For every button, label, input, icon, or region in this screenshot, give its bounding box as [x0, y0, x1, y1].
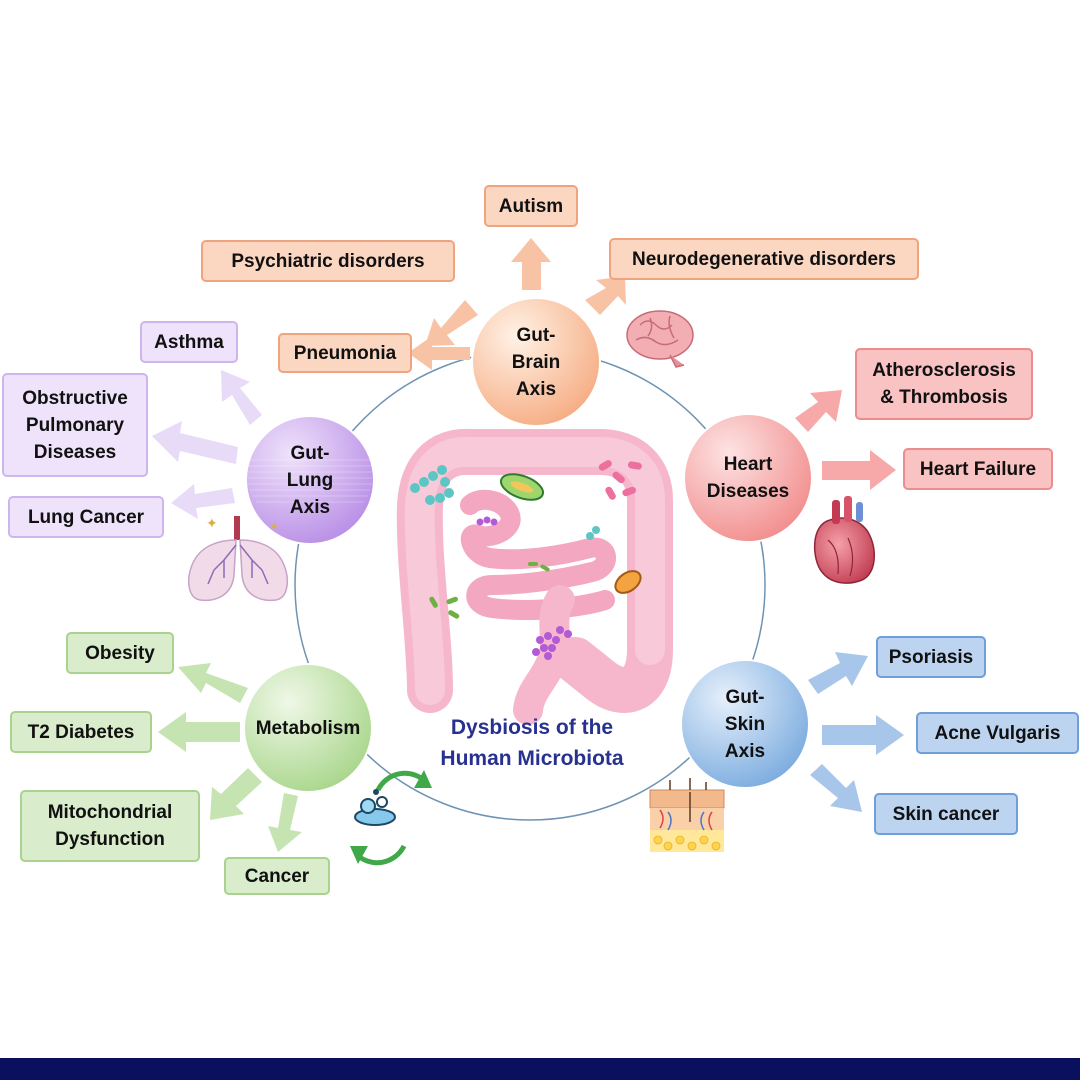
svg-text:✦: ✦: [270, 522, 278, 533]
center-title: Dysbiosis of the Human Microbiota: [440, 716, 624, 770]
lungs-icon: ✦ ✦: [187, 516, 289, 602]
outcome-obesity: Obesity: [66, 632, 174, 674]
hub-circle-skin: [680, 659, 810, 789]
brain-arrows: [408, 238, 626, 370]
hub-lung-label: Gut- Lung Axis: [286, 442, 334, 518]
hub-brain-label: Gut- Brain Axis: [511, 324, 561, 400]
heart-organ-icon: [813, 496, 875, 584]
metabolism-cycle-icon: [350, 770, 432, 866]
hub-circle-metabolism: [243, 663, 373, 793]
svg-text:✦: ✦: [206, 516, 218, 532]
hub-metabolism-label: Metabolism: [255, 717, 361, 739]
heart-arrows: [795, 390, 896, 490]
outcome-asthma: Asthma: [140, 321, 238, 363]
outcome-obstructive-pulmonary-diseases: Obstructive Pulmonary Diseases: [2, 373, 148, 477]
outcome-psychiatric-disorders: Psychiatric disorders: [201, 240, 455, 282]
outcome-cancer: Cancer: [224, 857, 330, 895]
bacteria-icon: [410, 460, 642, 660]
lung-arrows: [152, 370, 262, 519]
skin-layers-icon: [649, 778, 725, 852]
outcome-autism: Autism: [484, 185, 578, 227]
outcome-pneumonia: Pneumonia: [278, 333, 412, 373]
footer-bar: [0, 1058, 1080, 1080]
outcome-skin-cancer: Skin cancer: [874, 793, 1018, 835]
outcome-neurodegenerative-disorders: Neurodegenerative disorders: [609, 238, 919, 280]
outcome-psoriasis: Psoriasis: [876, 636, 986, 678]
hub-circle-lung: [245, 415, 375, 545]
metabolism-arrows: [158, 663, 302, 852]
outcome-heart-failure: Heart Failure: [903, 448, 1053, 490]
hub-circle-brain: [471, 297, 601, 427]
hub-heart-label: Heart Diseases: [706, 454, 790, 502]
skin-arrows: [808, 652, 904, 812]
hub-circle-heart: [683, 413, 813, 543]
outcome-atherosclerosis-thrombosis: Atherosclerosis & Thrombosis: [855, 348, 1033, 420]
outcome-mitochondrial-dysfunction: Mitochondrial Dysfunction: [20, 790, 200, 862]
outcome-t2-diabetes: T2 Diabetes: [10, 711, 152, 753]
outcome-lung-cancer: Lung Cancer: [8, 496, 164, 538]
brain-icon: [626, 310, 694, 368]
outcome-acne-vulgaris: Acne Vulgaris: [916, 712, 1079, 754]
hub-skin-label: Gut- Skin Axis: [724, 686, 766, 762]
